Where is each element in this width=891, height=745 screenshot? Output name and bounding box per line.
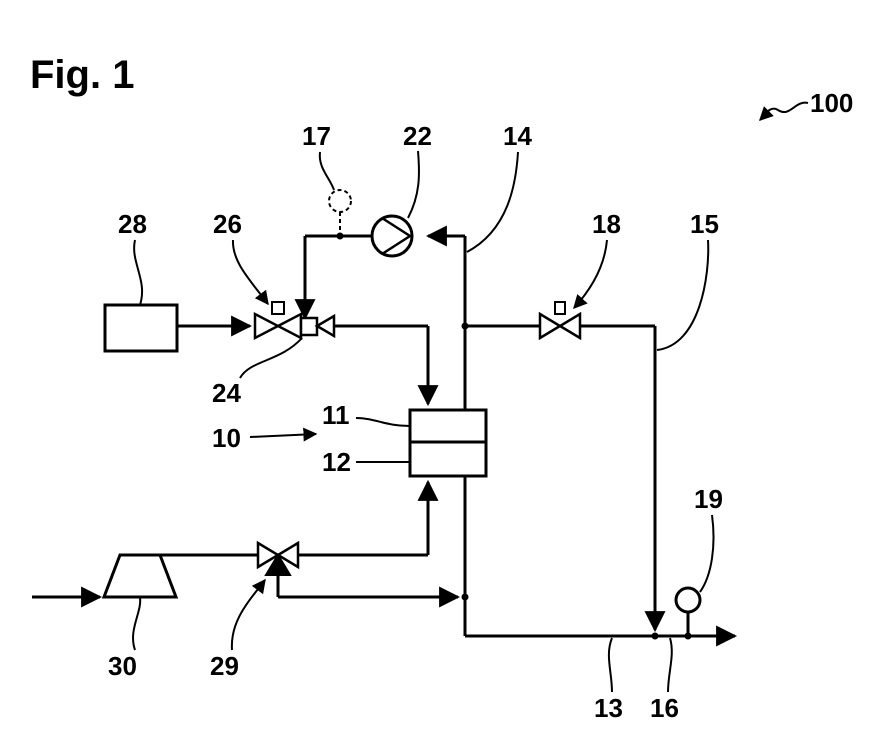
leader-15 — [657, 240, 708, 350]
valve-26-right — [278, 314, 301, 338]
label-29: 29 — [210, 651, 239, 681]
exhaust-junction — [652, 633, 659, 640]
leader-17 — [320, 152, 334, 190]
sensor-17-symbol — [329, 190, 351, 212]
valve-18-actuator — [555, 302, 565, 314]
leader-29 — [232, 580, 265, 650]
leader-28 — [134, 240, 142, 305]
valve-18-right — [560, 314, 580, 338]
label-14: 14 — [503, 121, 532, 151]
leader-30 — [133, 598, 140, 650]
bypass-junction — [462, 594, 469, 601]
label-17: 17 — [302, 121, 331, 151]
leader-22 — [408, 151, 419, 218]
check-valve — [317, 316, 334, 336]
figure-title: Fig. 1 — [30, 53, 134, 97]
label-16: 16 — [650, 693, 679, 723]
label-19: 19 — [694, 484, 723, 514]
valve-18-left — [540, 314, 560, 338]
leader-19 — [700, 515, 714, 592]
leader-16 — [668, 638, 672, 692]
leader-10 — [250, 434, 316, 437]
valve-26-left — [255, 314, 278, 338]
junction-24 — [301, 318, 317, 335]
compressor-symbol — [104, 555, 176, 597]
label-22: 22 — [403, 121, 432, 151]
label-100: 100 — [810, 88, 853, 118]
leader-24 — [240, 338, 302, 378]
label-15: 15 — [690, 209, 719, 239]
pump-symbol — [372, 216, 412, 256]
label-12: 12 — [322, 447, 351, 477]
label-30: 30 — [108, 651, 137, 681]
label-28: 28 — [118, 209, 147, 239]
label-24: 24 — [212, 378, 241, 408]
label-26: 26 — [213, 209, 242, 239]
valve-26-actuator — [272, 302, 284, 314]
leader-13 — [609, 638, 612, 692]
label-13: 13 — [594, 693, 623, 723]
leader-100 — [760, 103, 808, 120]
leader-11 — [356, 418, 410, 426]
label-18: 18 — [592, 209, 621, 239]
leader-26 — [233, 240, 268, 304]
label-10: 10 — [212, 423, 241, 453]
hydrogen-tank — [105, 305, 177, 351]
label-11: 11 — [322, 400, 350, 430]
leader-14 — [467, 152, 518, 252]
sensor-19-symbol — [676, 588, 700, 612]
leader-18 — [574, 240, 607, 308]
